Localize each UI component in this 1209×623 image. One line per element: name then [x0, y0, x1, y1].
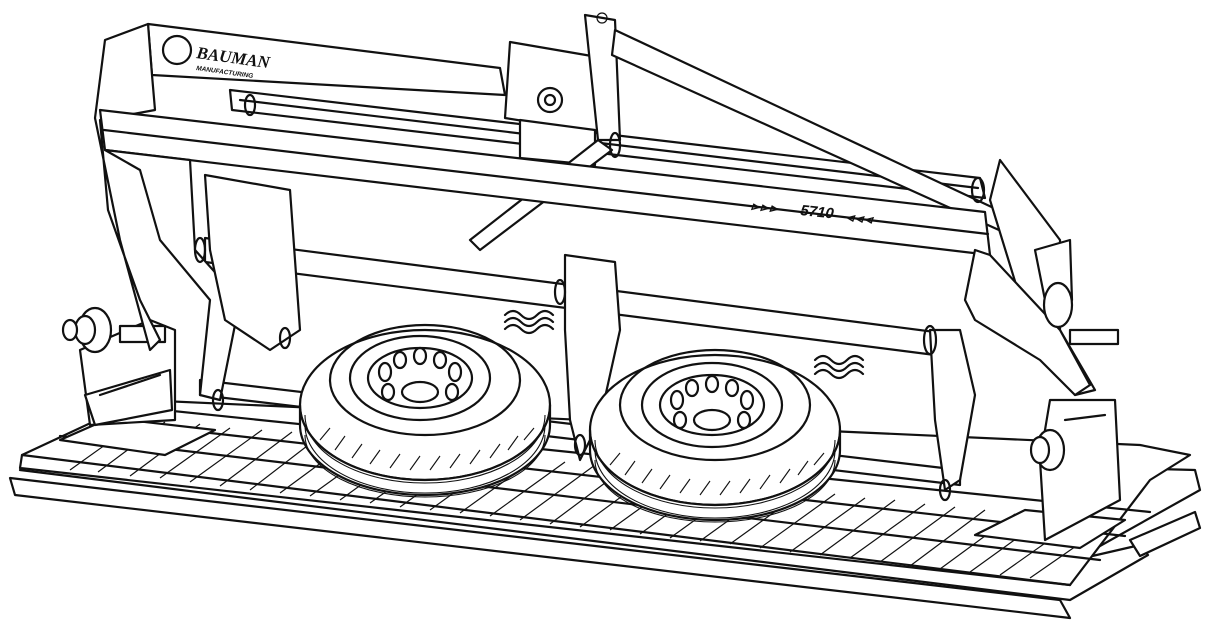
springs [503, 309, 865, 380]
model-right-arrows: ⊲⊲⊲ [845, 212, 876, 227]
model-number: 5710 [800, 202, 836, 222]
left-tire [298, 323, 552, 498]
right-tire [588, 348, 842, 523]
rear-frame [93, 12, 1097, 397]
model-left-arrows: ⊳⊳⊳ [750, 201, 780, 216]
right-spindle-hub [1029, 281, 1120, 472]
model-plate: ⊳⊳⊳ 5710 ⊲⊲⊲ [750, 201, 876, 227]
bearing-brackets [193, 93, 986, 502]
front-frame [98, 108, 1122, 542]
